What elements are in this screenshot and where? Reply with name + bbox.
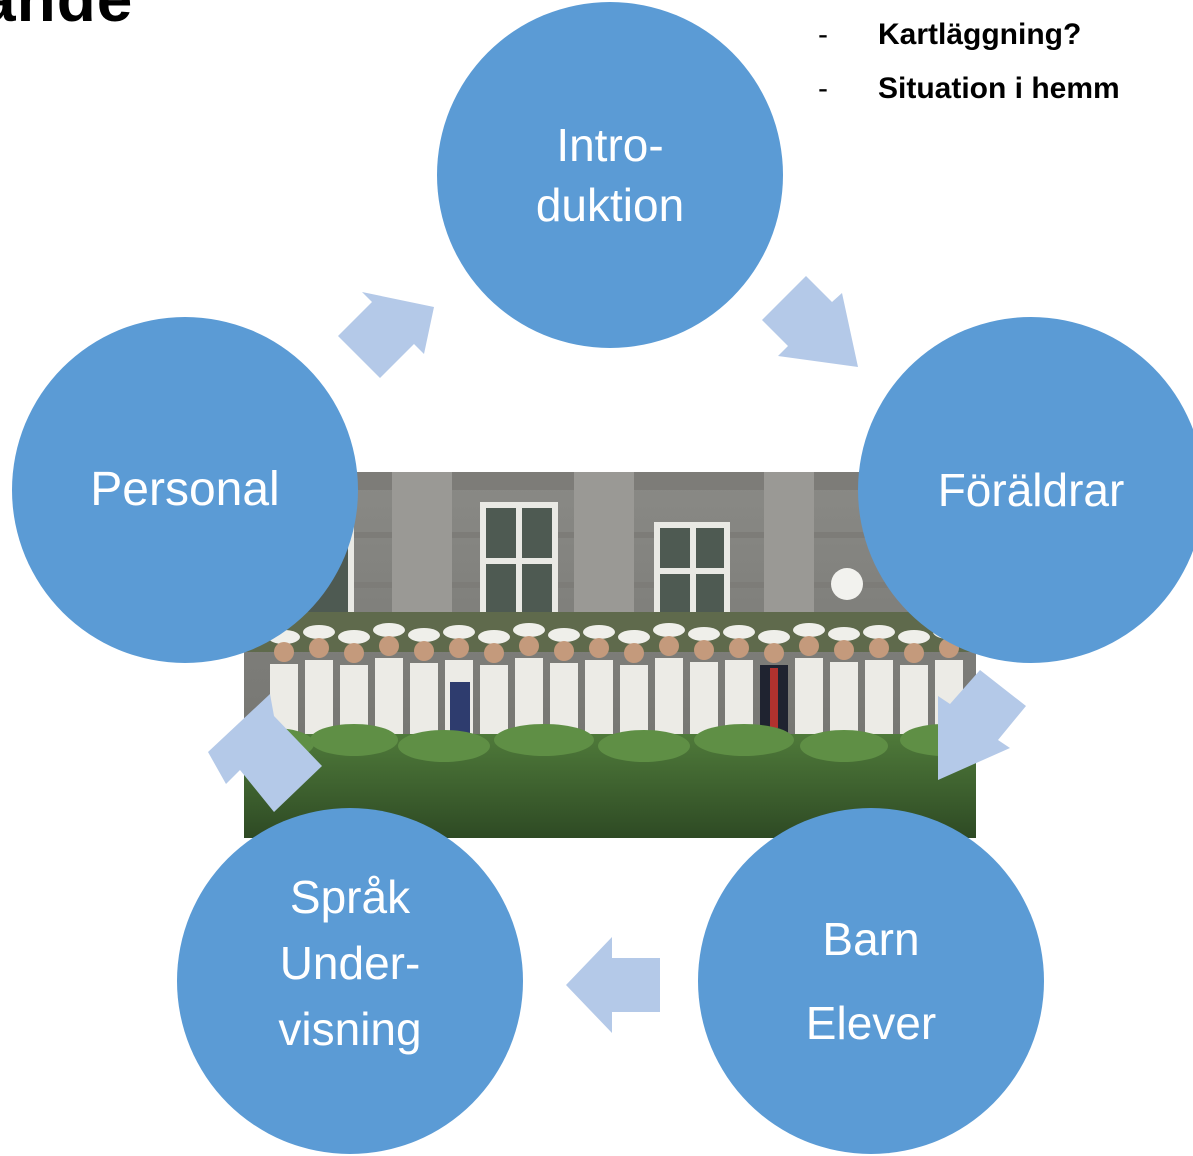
node-label: Föräldrar <box>937 464 1125 516</box>
node-label: duktion <box>535 179 685 231</box>
cycle-node-sprak-undervisning: Språk Under- visning <box>177 808 523 1154</box>
cycle-node-foraldrar: Föräldrar <box>858 317 1193 663</box>
node-label: visning <box>278 1003 422 1055</box>
node-label: Barn <box>822 913 920 965</box>
notes-list: - Kartläggning? - Situation i hemm <box>818 8 1120 116</box>
cycle-node-personal: Personal <box>12 317 358 663</box>
node-label: Språk <box>289 871 411 923</box>
notes-item-text: Situation i hemm <box>878 72 1120 105</box>
notes-item: - Situation i hemm <box>818 62 1120 116</box>
cycle-node-introduktion: Intro- duktion <box>437 2 783 348</box>
notes-item: - Kartläggning? <box>818 8 1120 62</box>
bullet-dash: - <box>818 18 828 51</box>
node-label: Under- <box>279 937 421 989</box>
node-label: Personal <box>90 463 280 516</box>
cycle-node-barn-elever: Barn Elever <box>698 808 1044 1154</box>
node-label: Elever <box>805 997 937 1049</box>
node-label: Intro- <box>556 119 664 171</box>
notes-item-text: Kartläggning? <box>878 18 1082 51</box>
slide-title-fragment: ande <box>0 0 133 36</box>
bullet-dash: - <box>818 72 828 105</box>
